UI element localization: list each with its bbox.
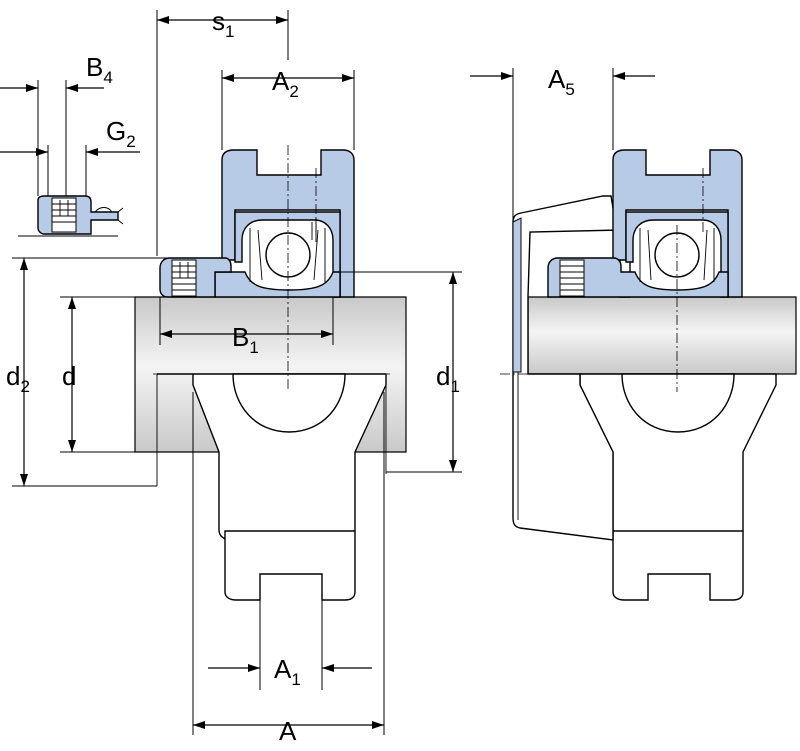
left-housing-top: [221, 149, 355, 298]
label-A1: A1: [274, 654, 301, 689]
left-assembly: [134, 145, 407, 601]
label-B1: B1: [232, 322, 259, 357]
label-d1: d1: [436, 361, 460, 396]
label-G2: G2: [106, 116, 136, 151]
left-housing-foot: [224, 530, 356, 601]
left-bearing-inner-ring: [214, 271, 341, 298]
label-A2: A2: [272, 66, 299, 101]
collar-detail: [18, 195, 124, 237]
left-bearing-outer-ring: [234, 211, 341, 298]
dimension-labels: s1 A2 A5 B4 G2 B1 d2 d d1 A1 A: [6, 6, 575, 746]
label-A5: A5: [548, 64, 575, 99]
label-B4: B4: [86, 52, 113, 87]
label-d: d: [62, 361, 76, 391]
right-cover-blue-edge: [512, 217, 522, 373]
right-housing-bore: [621, 373, 735, 433]
right-assembly: [500, 149, 797, 601]
dimension-lines: [0, 10, 655, 735]
right-end-cover: [512, 195, 631, 541]
label-A: A: [279, 716, 297, 746]
left-housing-bore: [232, 373, 346, 433]
label-s1: s1: [212, 6, 234, 41]
right-bearing-inner-ring: [547, 257, 729, 298]
label-d2: d2: [6, 361, 30, 396]
detail-collar-body: [37, 195, 119, 235]
right-bearing-outer-ring: [625, 211, 729, 298]
right-housing-top: [612, 149, 743, 298]
right-housing-foot: [612, 530, 744, 601]
right-shaft: [527, 296, 797, 375]
